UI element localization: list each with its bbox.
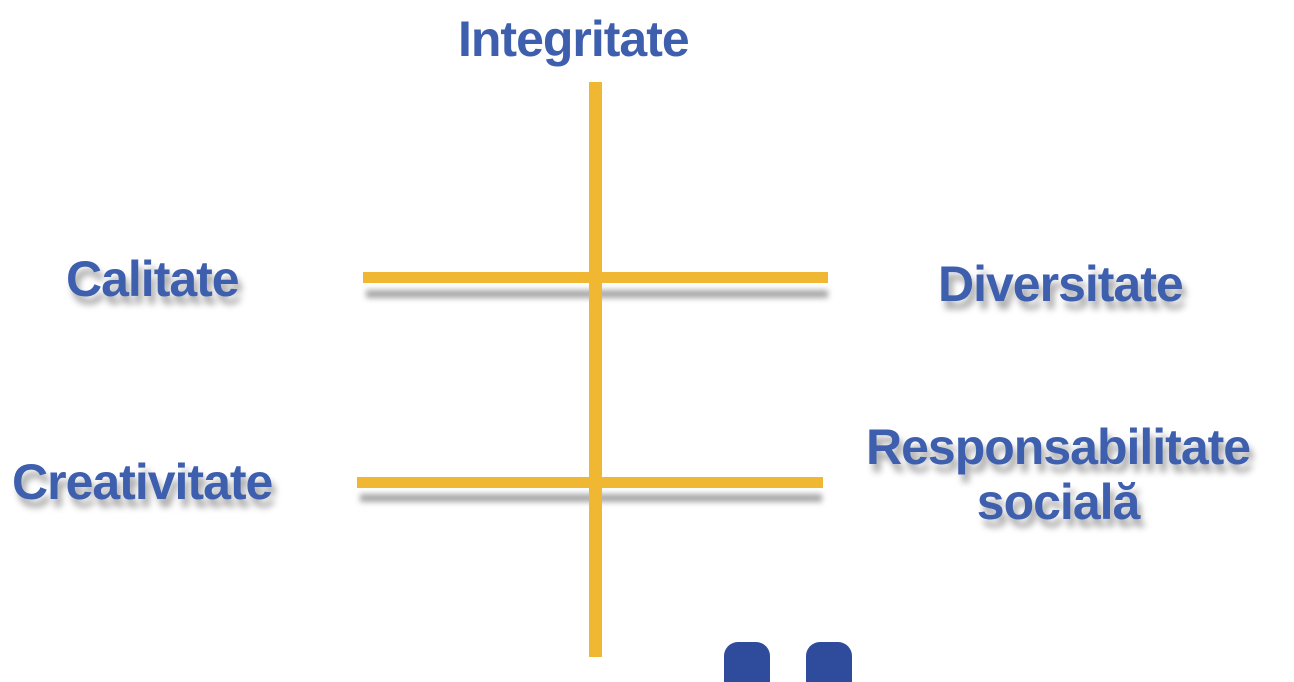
label-responsabilitate: Responsabilitate bbox=[866, 419, 1251, 475]
label-responsabilitate-sociala: Responsabilitate socială bbox=[866, 419, 1251, 530]
label-calitate: Calitate bbox=[66, 251, 240, 307]
label-integritate: Integritate bbox=[458, 11, 690, 67]
bottom-shape-right bbox=[806, 642, 852, 682]
label-creativitate: Creativitate bbox=[12, 454, 273, 510]
label-sociala: socială bbox=[976, 474, 1141, 530]
label-diversitate: Diversitate bbox=[938, 256, 1184, 312]
bottom-shape-left bbox=[724, 642, 770, 682]
vertical-bar bbox=[589, 82, 602, 657]
